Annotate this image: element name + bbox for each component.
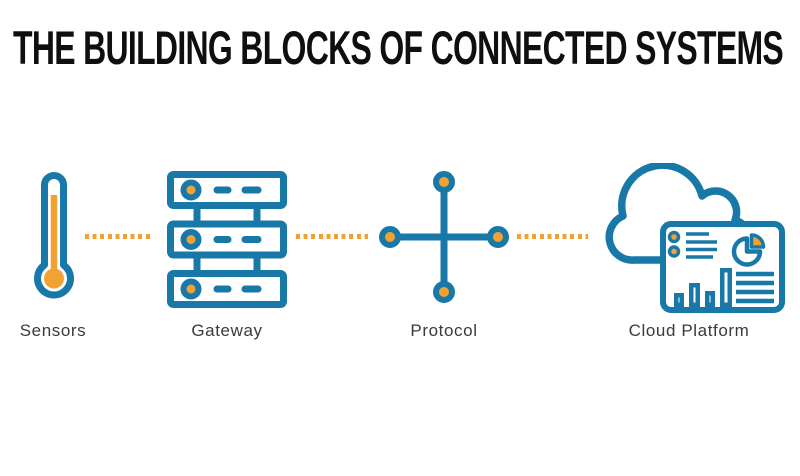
dashboard-bullet-list bbox=[667, 230, 717, 259]
dashboard-card-icon bbox=[660, 221, 785, 313]
label-gateway: Gateway bbox=[191, 321, 263, 340]
bullet-dot bbox=[667, 230, 681, 244]
hub-node-top bbox=[433, 171, 455, 193]
network-hub-icon bbox=[379, 171, 509, 303]
server-unit-2 bbox=[167, 220, 287, 259]
dashboard-text-lines bbox=[736, 271, 774, 304]
dashboard-pie-chart bbox=[731, 233, 766, 267]
pie-slice bbox=[749, 233, 766, 249]
dotted-connector-protocol-cloud bbox=[517, 234, 588, 239]
server-connector-tabs bbox=[193, 207, 261, 272]
server-stack-icon bbox=[167, 171, 287, 308]
thermometer-icon bbox=[34, 172, 74, 299]
dashboard-bar-chart bbox=[674, 268, 732, 307]
thermometer-bulb bbox=[44, 268, 64, 289]
hub-node-bottom bbox=[433, 281, 455, 303]
label-protocol: Protocol bbox=[410, 321, 478, 340]
hub-node-left bbox=[379, 226, 401, 248]
server-led bbox=[180, 179, 202, 201]
label-cloud-platform: Cloud Platform bbox=[628, 321, 750, 340]
page-title: THE BUILDING BLOCKS OF CONNECTED SYSTEMS bbox=[13, 21, 784, 74]
pie-body bbox=[731, 236, 763, 267]
label-sensors: Sensors bbox=[19, 321, 87, 340]
server-unit-3 bbox=[167, 270, 287, 308]
hub-node-right bbox=[487, 226, 509, 248]
server-led bbox=[180, 278, 202, 300]
dotted-connector-gateway-protocol bbox=[296, 234, 368, 239]
server-unit-1 bbox=[167, 171, 287, 209]
dotted-connector-sensors-gateway bbox=[85, 234, 153, 239]
bullet-dot bbox=[667, 245, 681, 258]
server-led bbox=[180, 229, 202, 250]
